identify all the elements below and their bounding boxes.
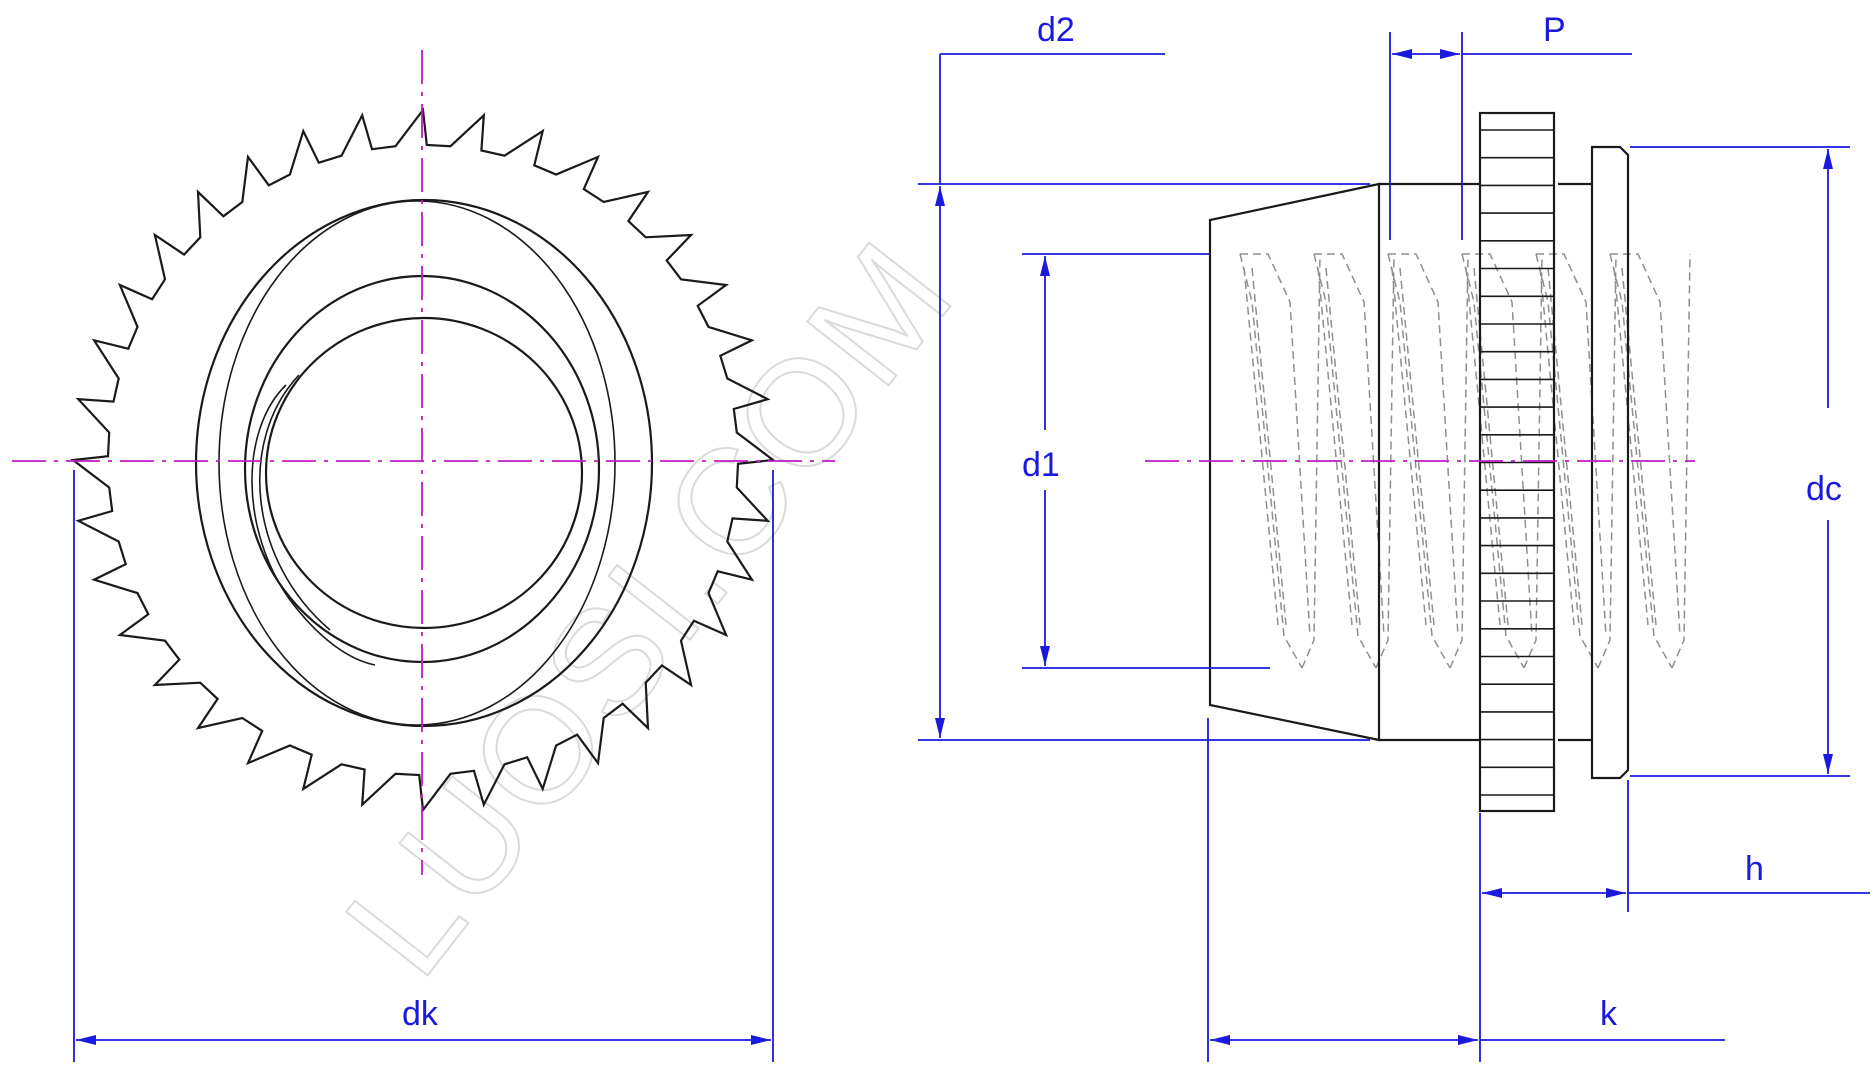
collar-inner-ellipse: [218, 200, 616, 726]
hidden-thread-flank: [1391, 253, 1469, 669]
watermark: LUOSI.COM: [312, 209, 987, 1006]
thread-spiral: [251, 384, 376, 666]
hidden-thread-flank: [1243, 253, 1321, 669]
knurl-outline: [70, 107, 776, 813]
outer-collar-circle: [194, 198, 654, 728]
chamfered-body-outline: [1208, 182, 1381, 742]
hidden-thread-turn: [1387, 253, 1459, 669]
thread-spiral-2: [259, 374, 331, 631]
dim-label-d2: d2: [1037, 11, 1075, 49]
bore-circle: [264, 316, 584, 630]
dim-label-P: P: [1543, 11, 1566, 49]
hidden-thread-turn: [1461, 253, 1533, 669]
watermark-text: LUOSI.COM: [313, 210, 986, 1005]
hidden-thread-turn: [1239, 253, 1311, 669]
shank-outline: [1379, 182, 1592, 742]
hidden-thread-turn: [1609, 253, 1681, 669]
hidden-thread-flank: [1317, 253, 1395, 669]
dim-label-k: k: [1600, 995, 1618, 1033]
dim-label-h: h: [1745, 850, 1764, 888]
side-view: d2 P d1 dc h k: [918, 11, 1870, 1062]
front-view: dk: [12, 50, 835, 1062]
hidden-thread-turn: [1535, 253, 1607, 669]
flange-plate: [1590, 145, 1630, 780]
dim-label-dc: dc: [1806, 470, 1842, 508]
dim-label-d1: d1: [1022, 446, 1060, 484]
dim-label-dk: dk: [402, 995, 439, 1033]
knurl-ridge-lines: [1480, 129, 1554, 796]
hidden-thread-turn: [1313, 253, 1385, 669]
